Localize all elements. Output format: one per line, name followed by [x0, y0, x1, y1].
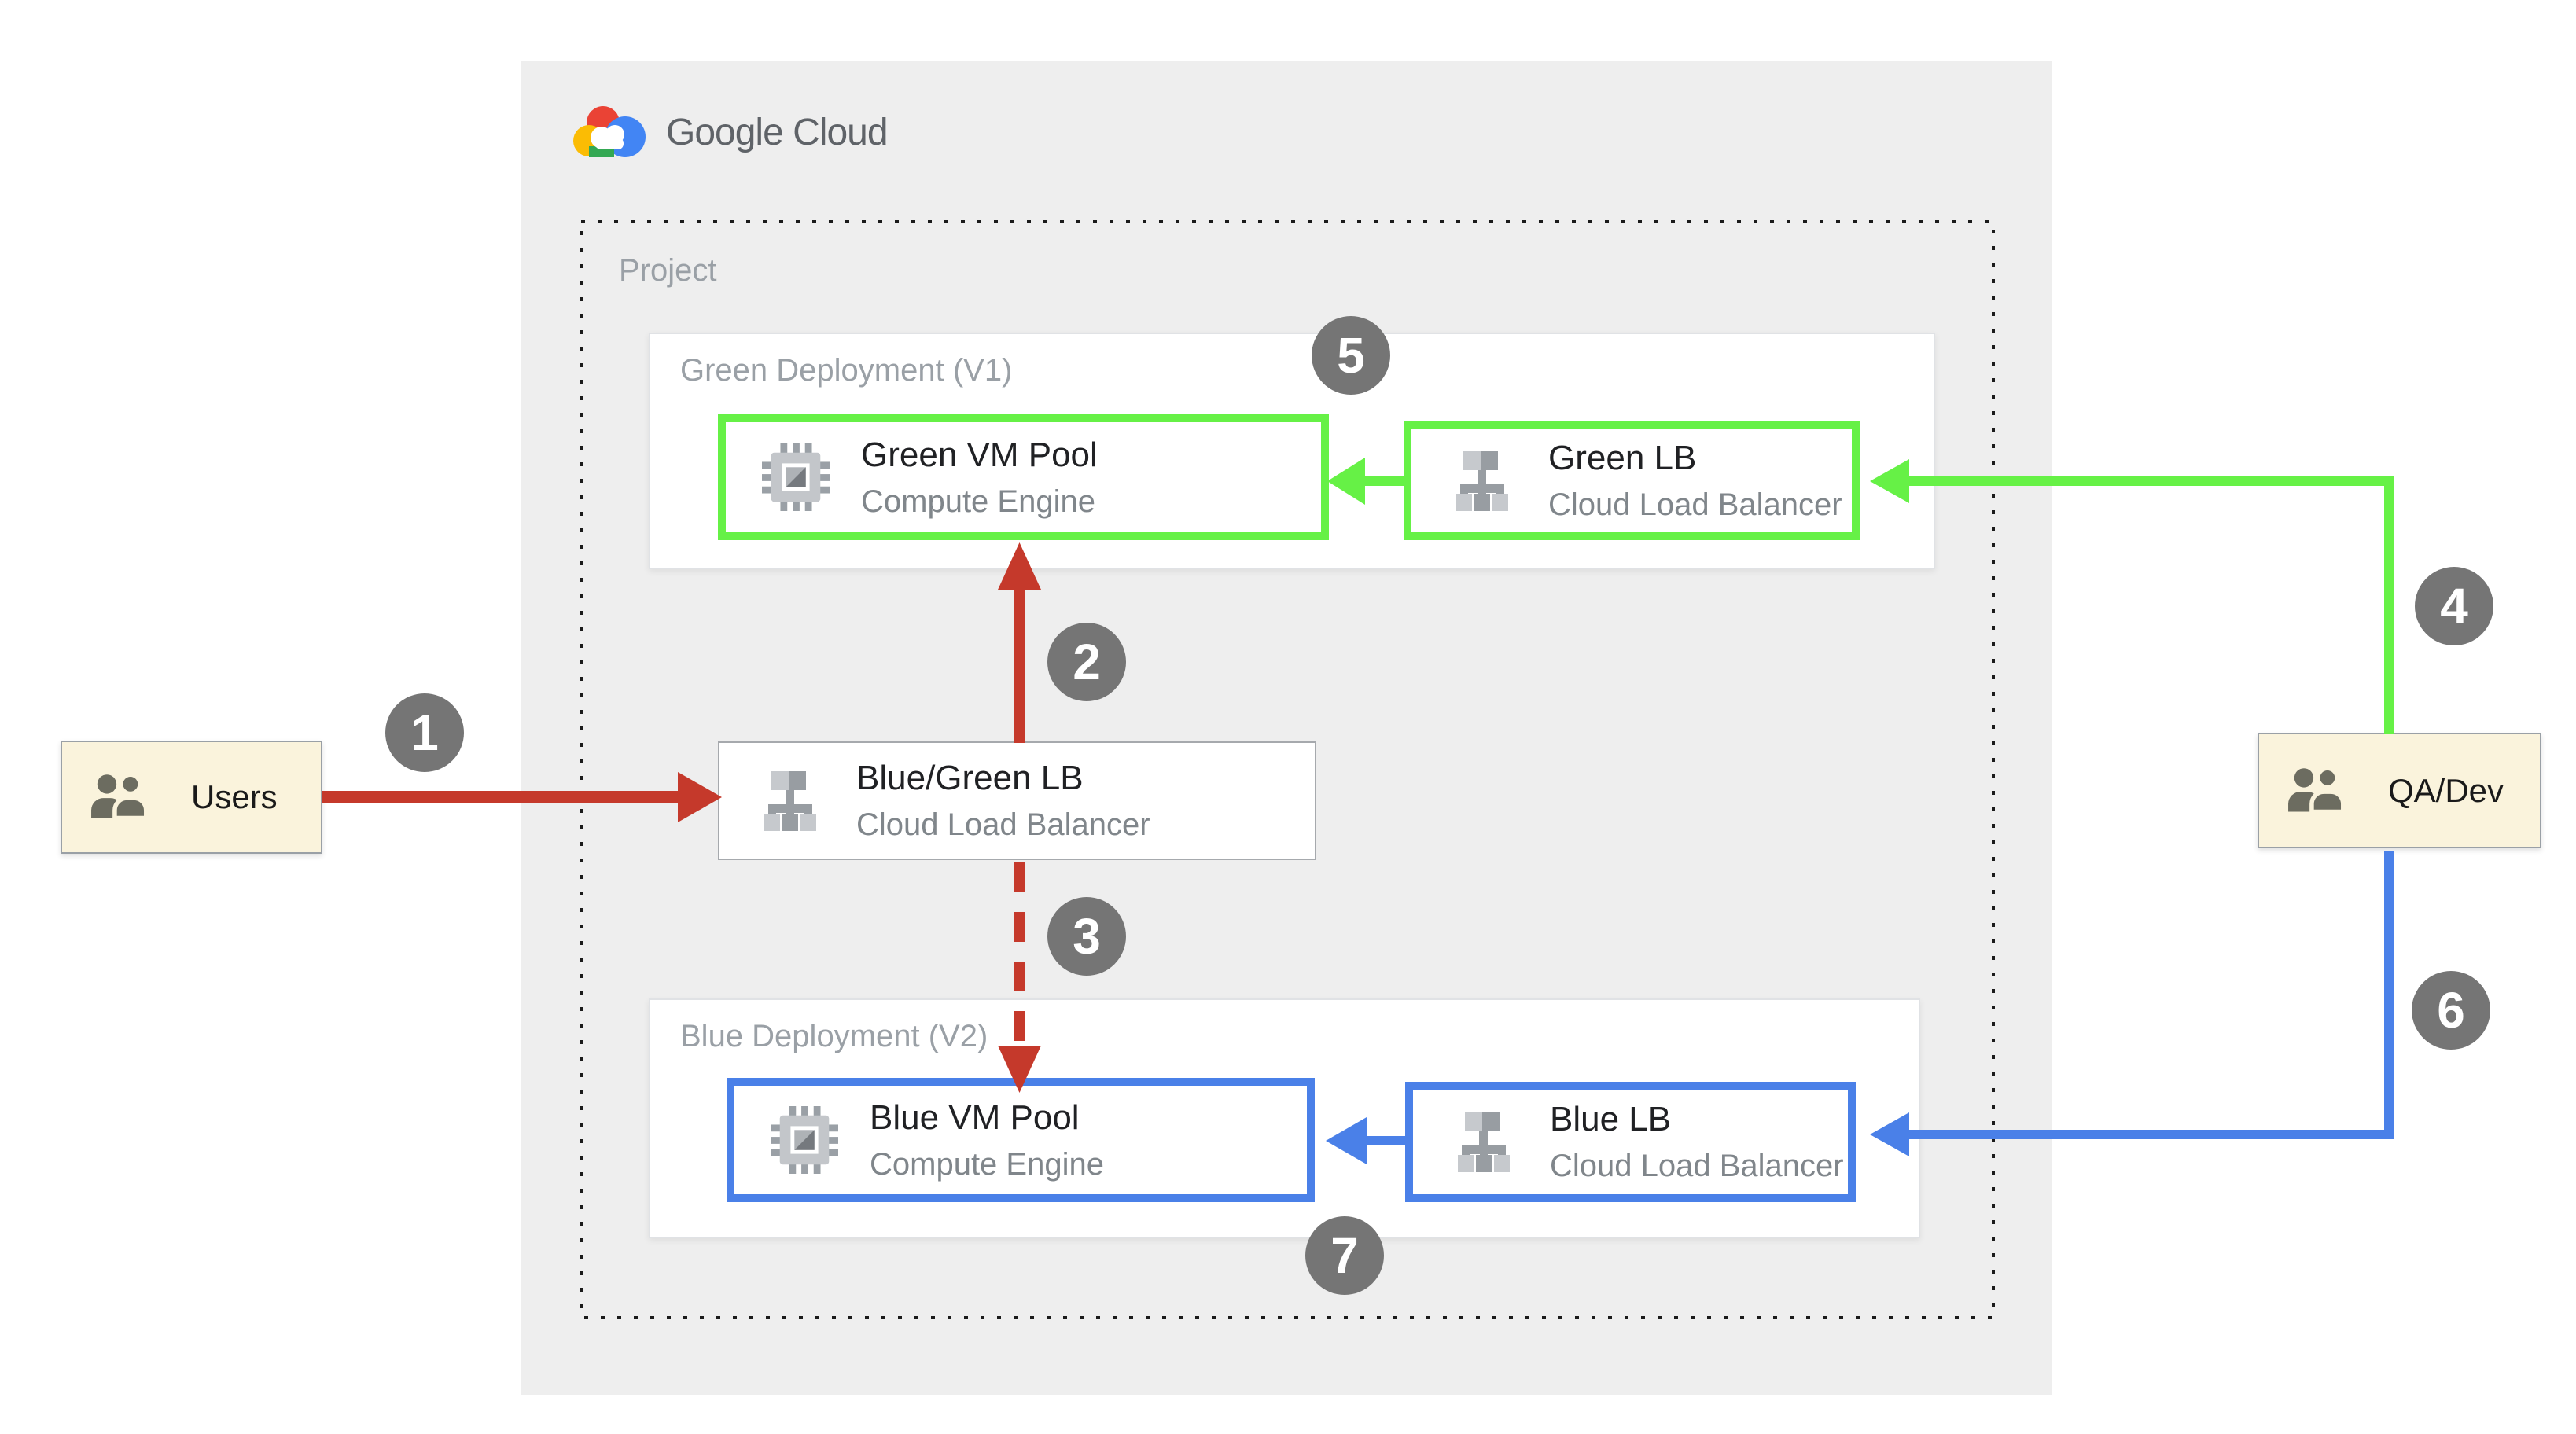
google-cloud-logo-text: Google Cloud: [666, 111, 889, 153]
actor-users: Users: [61, 741, 322, 854]
actor-qa-dev: QA/Dev: [2258, 733, 2541, 848]
node-title: Green LB: [1548, 439, 1697, 477]
compute-engine-icon: [771, 1106, 838, 1174]
users-icon: [86, 773, 161, 822]
step-badge-1: 1: [385, 693, 464, 772]
step-badge-4: 4: [2415, 567, 2493, 645]
compute-engine-icon: [762, 443, 830, 511]
node-title: Blue/Green LB: [856, 759, 1084, 797]
node-subtitle: Cloud Load Balancer: [856, 807, 1150, 842]
node-green-lb: Green LB Cloud Load Balancer: [1404, 421, 1860, 540]
node-subtitle: Compute Engine: [861, 484, 1095, 519]
node-subtitle: Cloud Load Balancer: [1550, 1149, 1844, 1183]
node-title: Green VM Pool: [861, 435, 1098, 474]
actor-qa-dev-label: QA/Dev: [2388, 771, 2504, 809]
node-subtitle: Cloud Load Balancer: [1548, 487, 1842, 522]
users-icon: [2283, 766, 2358, 815]
project-label: Project: [619, 253, 717, 288]
load-balancer-icon: [1448, 447, 1517, 516]
node-green-vm-pool: Green VM Pool Compute Engine: [718, 414, 1329, 540]
node-blue-lb: Blue LB Cloud Load Balancer: [1405, 1082, 1856, 1202]
load-balancer-icon: [1449, 1108, 1518, 1177]
step-badge-6: 6: [2412, 971, 2490, 1050]
google-cloud-logo-icon: [573, 106, 646, 157]
node-blue-vm-pool: Blue VM Pool Compute Engine: [727, 1078, 1315, 1202]
node-bluegreen-lb: Blue/Green LB Cloud Load Balancer: [718, 741, 1316, 860]
zone-green-label: Green Deployment (V1): [680, 353, 1013, 388]
step-badge-5: 5: [1312, 316, 1390, 395]
zone-blue-label: Blue Deployment (V2): [680, 1019, 988, 1053]
load-balancer-icon: [756, 767, 825, 836]
step-badge-2: 2: [1047, 623, 1126, 701]
node-subtitle: Compute Engine: [870, 1146, 1104, 1182]
step-badge-3: 3: [1047, 897, 1126, 976]
step-badge-7: 7: [1305, 1216, 1384, 1295]
actor-users-label: Users: [191, 778, 278, 815]
node-title: Blue LB: [1550, 1100, 1672, 1138]
node-title: Blue VM Pool: [870, 1098, 1080, 1137]
google-cloud-logo: Google Cloud: [572, 102, 889, 162]
